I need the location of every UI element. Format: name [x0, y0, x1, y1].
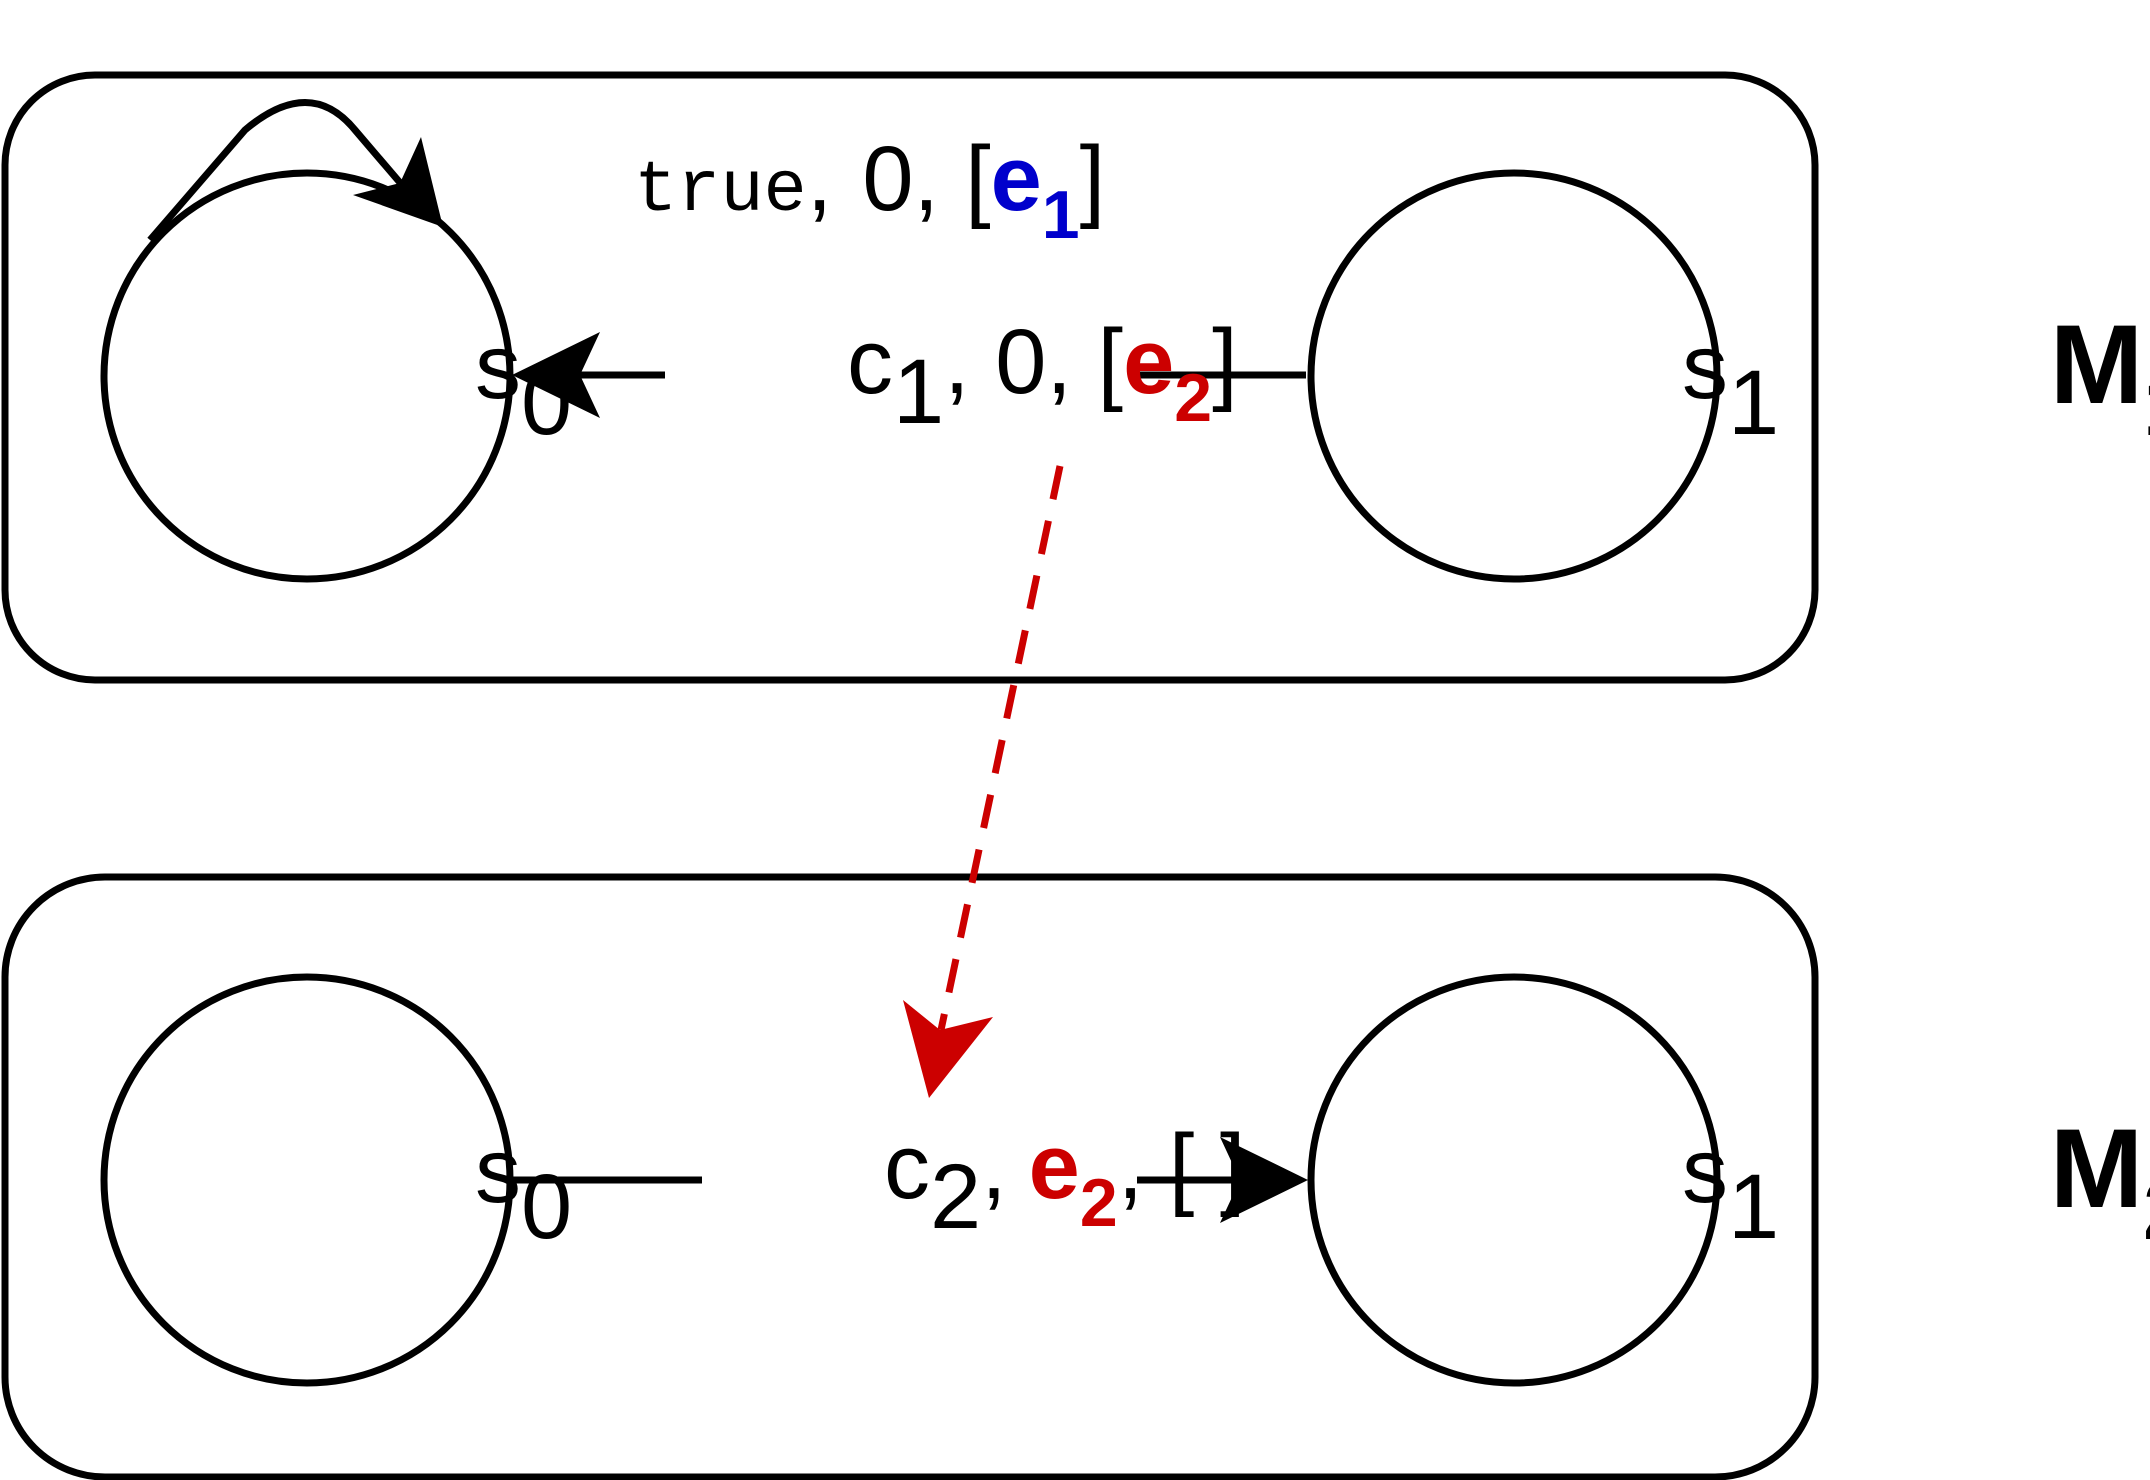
m2-transition-channel-separator: ,	[981, 1116, 1007, 1218]
machine-m1-container	[1, 71, 1819, 684]
m1-self-loop-guard-separator: ,	[807, 128, 833, 230]
machine-m1: s0 s1 true,0,[e1] c1, 0, [e2]	[1, 71, 2150, 684]
m1-transition-edge[interactable]	[512, 332, 1306, 418]
m2-machine-name-subscript: 2	[2143, 1163, 2150, 1257]
svg-text:c2,e2, [ ]: c2,e2, [ ]	[705, 1116, 1373, 1248]
m1-self-loop-arrowhead	[353, 137, 443, 227]
svg-text:s1: s1	[1452, 316, 1958, 454]
m1-transition-event-subscript: 2	[1174, 360, 1212, 436]
svg-text:s1: s1	[1452, 1120, 1958, 1258]
m1-transition-value: , 0,	[944, 311, 1097, 413]
event-link-e2[interactable]	[903, 465, 1064, 1098]
m1-self-loop-edge[interactable]	[147, 99, 443, 243]
m1-transition-channel: c	[847, 311, 893, 413]
m2-transition-channel-subscript: 2	[930, 1146, 981, 1248]
svg-text:s0: s0	[245, 1120, 751, 1258]
event-link-arrowhead	[903, 1000, 993, 1098]
m1-transition-close-bracket: ]	[1212, 311, 1238, 413]
m2-transition-event-subscript: 2	[1080, 1165, 1118, 1241]
m2-machine-name: M	[2050, 1106, 2143, 1231]
machine-m2: s0 s1 c2,e2, [ ] M2	[1, 873, 2150, 1480]
m1-transition-arrowhead	[512, 332, 600, 418]
m2-transition-event: e	[1029, 1116, 1080, 1218]
m2-state-s1-subscript: 1	[1728, 1156, 1779, 1258]
m1-self-loop-open-bracket: [	[965, 128, 991, 230]
m2-transition-rest: , [ ]	[1118, 1116, 1246, 1218]
m1-state-s0-name: s	[475, 316, 521, 418]
svg-text:c1, 0, [e2]: c1, 0, [e2]	[668, 311, 1365, 443]
m1-state-s1-name: s	[1682, 316, 1728, 418]
m1-state-s1-subscript: 1	[1728, 352, 1779, 454]
svg-text:M2: M2	[1832, 1106, 2150, 1263]
m2-state-s0-subscript: 0	[521, 1156, 572, 1258]
m1-transition-event: e	[1123, 311, 1174, 413]
m1-machine-name: M	[2050, 302, 2143, 427]
m1-self-loop-guard: true	[634, 150, 807, 232]
m1-self-loop-event-subscript: 1	[1042, 177, 1080, 253]
m2-state-s1[interactable]: s1	[1307, 973, 1958, 1387]
m1-state-s1[interactable]: s1	[1307, 169, 1958, 583]
svg-text:true,0,[e1]: true, 0, [e1]	[455, 128, 1233, 253]
machine-m2-container	[1, 873, 1819, 1480]
m1-self-loop-event: e	[991, 128, 1042, 230]
m2-state-s1-name: s	[1682, 1120, 1728, 1222]
m1-self-loop-close-bracket: ]	[1080, 128, 1106, 230]
m2-transition-edge[interactable]	[510, 1137, 1308, 1223]
m1-state-s0[interactable]: s0	[100, 169, 751, 583]
m1-transition-channel-subscript: 1	[893, 341, 944, 443]
m1-transition-open-bracket: [	[1098, 311, 1124, 413]
m1-self-loop-value: 0,	[862, 128, 939, 230]
m2-state-s0-name: s	[475, 1120, 521, 1222]
m2-transition-channel: c	[884, 1116, 930, 1218]
m1-machine-name-subscript: 1	[2143, 359, 2150, 453]
svg-text:M1: M1	[1832, 302, 2150, 459]
m2-state-s0[interactable]: s0	[100, 973, 751, 1387]
m2-transition-arrowhead	[1220, 1137, 1308, 1223]
